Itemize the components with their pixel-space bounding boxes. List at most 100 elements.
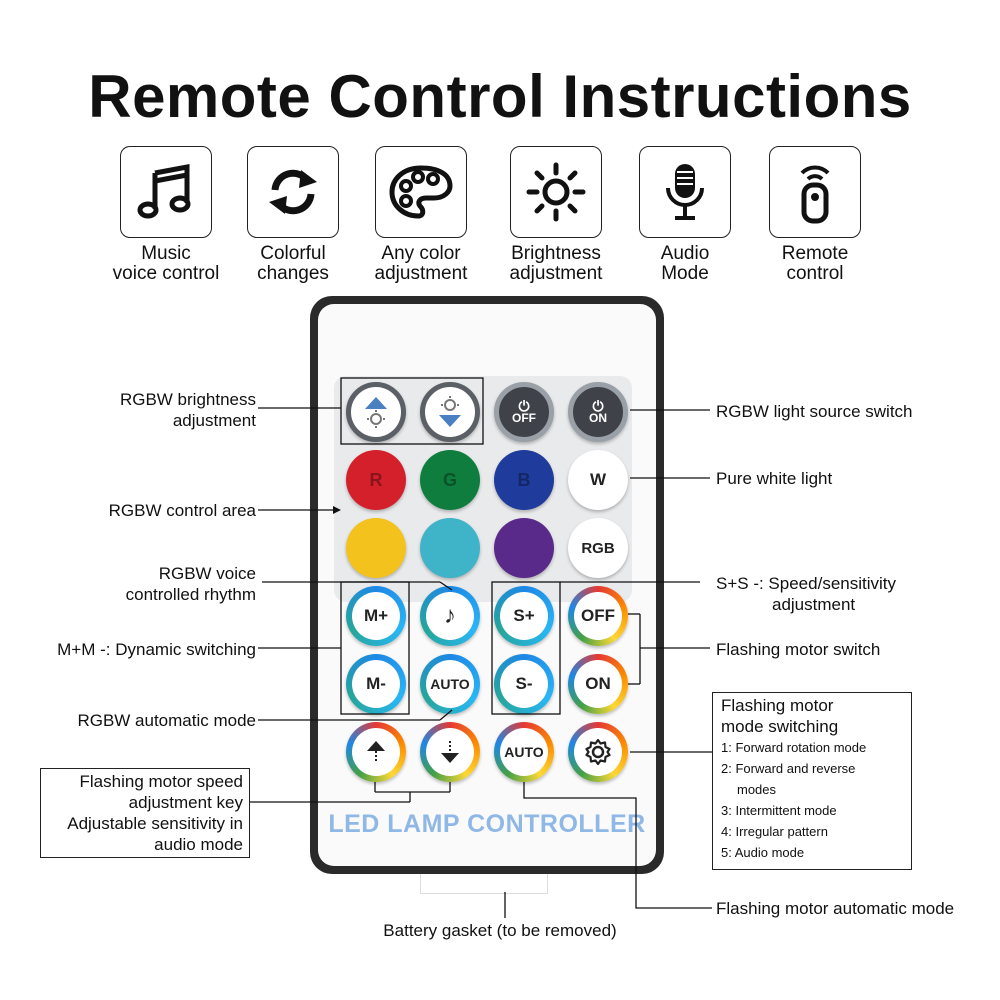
- red-button[interactable]: R: [346, 450, 406, 510]
- gear-icon: [585, 738, 611, 766]
- label-auto-mode: RGBW automatic mode: [77, 711, 256, 730]
- label-text: mode switching: [721, 717, 839, 736]
- label-motor-switch: Flashing motor switch: [716, 640, 881, 659]
- motor-auto-button[interactable]: AUTO: [494, 722, 554, 782]
- page-title: Remote Control Instructions: [88, 63, 912, 130]
- feature-label: voice control: [112, 263, 220, 284]
- label-text: adjustment key: [128, 793, 243, 812]
- label-text: S+S -: Speed/sensitivity: [716, 574, 897, 593]
- cyan-button[interactable]: [420, 518, 480, 578]
- mode-plus-button[interactable]: M+: [346, 586, 406, 646]
- light-on-label: ON: [589, 411, 607, 425]
- feature-label: Remote: [781, 243, 849, 264]
- blue-label: B: [517, 469, 531, 490]
- microphone-icon: [639, 146, 731, 238]
- label-text: RGBW brightness: [119, 390, 256, 409]
- palette-icon: [375, 146, 467, 238]
- brightness-up-icon: [365, 397, 387, 428]
- label-text: controlled rhythm: [125, 585, 256, 604]
- label-control-area: RGBW control area: [108, 501, 256, 520]
- music-note-icon: [120, 146, 212, 238]
- feature-label: Colorful: [260, 243, 326, 264]
- speed-plus-button[interactable]: S+: [494, 586, 554, 646]
- green-button[interactable]: G: [420, 450, 480, 510]
- label-motor-auto: Flashing motor automatic mode: [716, 899, 955, 918]
- rgbw-auto-button[interactable]: AUTO: [420, 654, 480, 714]
- mode-plus-label: M+: [363, 606, 389, 625]
- brand-text: LED LAMP CONTROLLER: [328, 810, 646, 838]
- purple-button[interactable]: [494, 518, 554, 578]
- motor-mode-button[interactable]: [568, 722, 628, 782]
- label-brightness: RGBW brightness adjustment: [60, 389, 256, 431]
- arrow-down-icon: [441, 741, 459, 763]
- rgb-button[interactable]: RGB: [568, 518, 628, 578]
- mode-minus-label: M-: [366, 674, 386, 693]
- feature-label: Music: [141, 243, 191, 264]
- feature-label: changes: [257, 263, 329, 284]
- label-mode-switching: Flashing motor mode switching 1: Forward …: [712, 692, 912, 870]
- light-off-label: OFF: [512, 411, 536, 425]
- mode-item: modes: [737, 782, 777, 797]
- mode-item: 5: Audio mode: [721, 845, 805, 860]
- power-icon: ⏻: [518, 398, 530, 414]
- label-dynamic-switching: M+M -: Dynamic switching: [57, 640, 256, 659]
- label-voice-rhythm: RGBW voice controlled rhythm: [60, 563, 256, 605]
- label-text: audio mode: [154, 835, 243, 854]
- motor-off-button[interactable]: OFF: [568, 586, 628, 646]
- refresh-icon: [247, 146, 339, 238]
- speed-plus-label: S+: [513, 606, 535, 625]
- mode-item: 1: Forward rotation mode: [721, 740, 867, 755]
- label-text: Flashing motor speed: [79, 772, 243, 791]
- feature-label: Brightness: [511, 243, 601, 264]
- brightness-down-button[interactable]: [420, 382, 480, 442]
- yellow-button[interactable]: [346, 518, 406, 578]
- label-battery-gasket: Battery gasket (to be removed): [383, 921, 617, 940]
- motor-speed-up-button[interactable]: [346, 722, 406, 782]
- sun-brightness-icon: [510, 146, 602, 238]
- light-off-button[interactable]: ⏻ OFF: [494, 382, 554, 442]
- music-note-icon: ♪: [444, 602, 456, 629]
- remote-control-icon: [769, 146, 861, 238]
- motor-speed-down-button[interactable]: [420, 722, 480, 782]
- speed-minus-button[interactable]: S-: [494, 654, 554, 714]
- light-on-button[interactable]: ⏻ ON: [568, 382, 628, 442]
- white-label: W: [589, 470, 607, 489]
- feature-label: Mode: [661, 263, 709, 284]
- label-speed-sensitivity: S+S -: Speed/sensitivity adjustment: [716, 573, 986, 615]
- label-text: Flashing motor: [721, 696, 834, 715]
- motor-off-label: OFF: [581, 606, 615, 625]
- blue-button[interactable]: B: [494, 450, 554, 510]
- feature-label: Any color: [381, 243, 461, 264]
- rgbw-auto-label: AUTO: [430, 676, 470, 692]
- motor-on-label: ON: [585, 674, 611, 693]
- label-text: adjustment: [772, 595, 856, 614]
- label-light-switch: RGBW light source switch: [716, 402, 913, 421]
- rgb-label: RGB: [581, 539, 615, 557]
- battery-gasket: [420, 874, 548, 894]
- mode-item: 2: Forward and reverse: [721, 761, 856, 776]
- label-speed-key: Flashing motor speed adjustment key Adju…: [40, 768, 250, 858]
- label-text: RGBW voice: [158, 564, 256, 583]
- music-rhythm-button[interactable]: ♪: [420, 586, 480, 646]
- mode-item: 3: Intermittent mode: [721, 803, 837, 818]
- label-text: adjustment: [172, 411, 256, 430]
- feature-label: adjustment: [509, 263, 603, 284]
- motor-on-button[interactable]: ON: [568, 654, 628, 714]
- feature-label: Audio: [660, 243, 710, 264]
- brightness-up-button[interactable]: [346, 382, 406, 442]
- feature-label: control: [786, 263, 844, 284]
- power-icon: ⏻: [592, 398, 604, 414]
- mode-minus-button[interactable]: M-: [346, 654, 406, 714]
- white-button[interactable]: W: [568, 450, 628, 510]
- arrow-up-icon: [367, 741, 385, 763]
- feature-label: adjustment: [374, 263, 468, 284]
- red-label: R: [369, 469, 383, 490]
- speed-minus-label: S-: [515, 674, 533, 693]
